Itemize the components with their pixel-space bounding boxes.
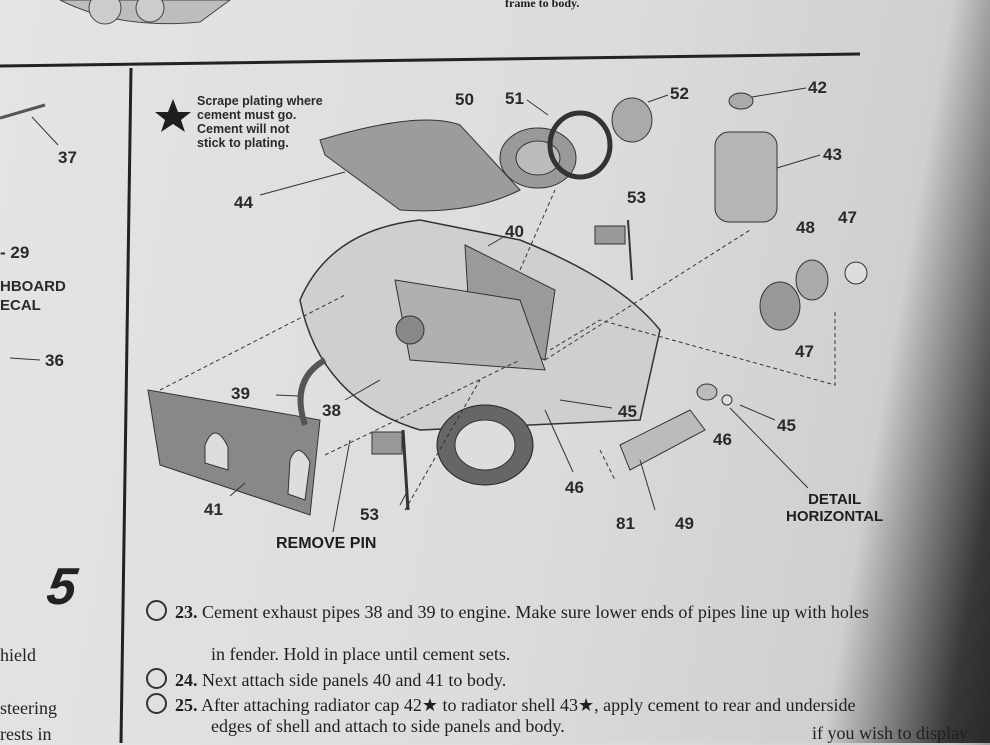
part-label-47: 47 bbox=[795, 342, 814, 361]
divider-horizontal bbox=[0, 52, 861, 68]
note-line: Scrape plating where bbox=[197, 94, 323, 108]
detail-label-line: DETAIL bbox=[808, 491, 862, 508]
decal-label: ECAL bbox=[0, 297, 41, 314]
instruction-25: 25. After attaching radiator cap 42★ to … bbox=[146, 693, 856, 716]
divider-vertical bbox=[119, 67, 133, 743]
step-num: 25. bbox=[175, 695, 198, 715]
part-label-48: 48 bbox=[796, 218, 815, 237]
star-icon bbox=[155, 99, 191, 132]
detail-horizontal-label: DETAIL HORIZONTAL bbox=[786, 491, 883, 525]
part-label-52: 52 bbox=[670, 84, 689, 103]
top-caption: frame to body. bbox=[505, 0, 580, 10]
step-number-shape: 5 bbox=[43, 558, 81, 616]
instruction-24: 24. Next attach side panels 40 and 41 to… bbox=[146, 668, 506, 691]
instruction-23-cont: in fender. Hold in place until cement se… bbox=[211, 644, 511, 664]
star-note: Scrape plating where cement must go. Cem… bbox=[197, 94, 323, 150]
part-label-41: 41 bbox=[204, 500, 223, 519]
hood-part-44 bbox=[319, 119, 521, 212]
detail-label-line: HORIZONTAL bbox=[786, 508, 884, 525]
instruction-23: 23. Cement exhaust pipes 38 and 39 to en… bbox=[146, 600, 869, 623]
radiator-shell-43 bbox=[714, 131, 778, 223]
checkbox-circle[interactable] bbox=[146, 693, 167, 714]
bottom-partial-text: if you wish to display bbox=[812, 723, 968, 743]
part-label-46: 46 bbox=[565, 478, 584, 497]
part-label-43: 43 bbox=[823, 145, 842, 164]
part-label-40: 40 bbox=[505, 222, 524, 241]
instruction-25-cont: edges of shell and attach to side panels… bbox=[211, 716, 565, 736]
dashboard-label: HBOARD bbox=[0, 278, 66, 295]
part-label-53: 53 bbox=[360, 505, 379, 524]
part-label-47: 47 bbox=[838, 208, 857, 227]
part-label-50: 50 bbox=[455, 90, 474, 109]
part-label-44: 44 bbox=[234, 193, 253, 212]
step-num: 23. bbox=[175, 602, 198, 622]
note-line: cement must go. bbox=[197, 108, 297, 122]
part-label-51: 51 bbox=[505, 89, 524, 108]
part-label-81: 81 bbox=[616, 514, 635, 533]
side-panel-41 bbox=[147, 389, 321, 516]
step-num: 24. bbox=[175, 670, 198, 690]
part-label-46: 46 bbox=[713, 430, 732, 449]
part-label-45: 45 bbox=[777, 416, 796, 435]
side-text: rests in bbox=[0, 724, 52, 744]
part-label-42: 42 bbox=[808, 78, 827, 97]
step-text: Next attach side panels 40 and 41 to bod… bbox=[202, 670, 507, 690]
side-text: hield bbox=[0, 645, 36, 665]
checkbox-circle[interactable] bbox=[146, 600, 167, 621]
note-line: Cement will not bbox=[197, 122, 290, 136]
note-line: stick to plating. bbox=[197, 136, 289, 150]
part-label-39: 39 bbox=[231, 384, 250, 403]
part-label-53: 53 bbox=[627, 188, 646, 207]
part-label-45: 45 bbox=[618, 402, 637, 421]
part-label-36: 36 bbox=[45, 351, 64, 370]
step-text: After attaching radiator cap 42★ to radi… bbox=[201, 695, 856, 715]
step-text: Cement exhaust pipes 38 and 39 to engine… bbox=[202, 602, 869, 622]
checkbox-circle[interactable] bbox=[146, 668, 167, 689]
top-vehicle-illustration bbox=[59, 0, 231, 25]
side-text: steering bbox=[0, 698, 57, 718]
part-label-38: 38 bbox=[322, 401, 341, 420]
remove-pin-label: REMOVE PIN bbox=[276, 535, 377, 552]
part-label-37: 37 bbox=[58, 148, 77, 167]
part-label-49: 49 bbox=[675, 514, 694, 533]
part-label-29: - 29 bbox=[0, 243, 30, 262]
